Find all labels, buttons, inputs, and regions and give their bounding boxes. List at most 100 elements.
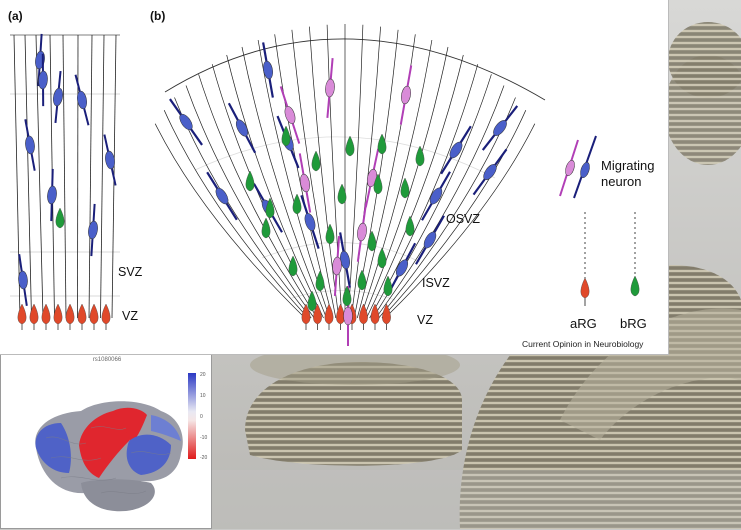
radial-fiber-b [375,85,505,319]
brg-cell-b [325,223,335,245]
radial-fiber-b [163,110,309,319]
legend-arg: aRG [570,316,597,331]
migrating-cell-b [325,78,335,98]
radial-fiber-b [363,46,449,319]
migrating-neuron-b [429,187,443,205]
radial-fiber-b [360,39,433,319]
colorbar-label: 20 [200,372,206,378]
arg-cell [65,303,75,325]
migrating-neuron-b [483,164,497,180]
brg-cell-b [265,197,275,219]
brain-inset-title: rs1080066 [92,357,122,363]
legend-brg: bRG [620,316,647,331]
zone-label-osvz: OSVZ [446,212,481,226]
radial-fiber-b [226,54,324,319]
brg-cell-b [377,247,387,269]
brg-cell-b [405,215,415,237]
brain-inset: rs1080066 20 10 0 -10 -20 [0,352,212,529]
migrating-cell-b [343,306,353,326]
cortex-figure: (a) (b) SVZ VZ OSVZ ISVZ VZ Migrating ne… [0,0,669,355]
radial-fiber-b [350,26,381,319]
brg-cell-b [377,133,387,155]
legend-brg-cell [630,275,640,297]
migrating-neuron-b [179,113,193,131]
migrating-neuron-b [449,141,463,159]
figure-credit: Current Opinion in Neurobiology [522,339,644,349]
zone-label-vz-a: VZ [122,309,138,323]
brg-cell-b [292,193,302,215]
migrating-neuron-a [105,150,115,170]
zone-label-svz-a: SVZ [118,265,143,279]
slinky-right-large [459,265,741,529]
migrating-neuron-a [25,135,35,155]
brg-cell-b [373,173,383,195]
radial-fiber-a [100,34,105,319]
radial-fiber-b [198,74,318,319]
zone-label-vz-b: VZ [417,313,433,327]
radial-fiber-a [77,34,79,319]
migrating-neuron-a [18,270,28,290]
legend-migrating-cell [565,160,575,176]
migrating-neuron-b [235,119,249,137]
migrating-neuron-a [38,70,48,90]
arg-cell [17,303,27,325]
radial-fiber-a [88,34,93,319]
migrating-neuron-b [263,60,273,80]
brg-cell-b [311,150,321,172]
brg-cell-b [367,230,377,252]
migrating-neuron-a [77,90,87,110]
slinky-top-right [664,22,741,165]
radial-fiber-b [347,24,364,319]
legend-migrating-neuron-line2: neuron [601,174,642,189]
zone-label-isvz: ISVZ [422,276,450,290]
migrating-neuron-b [215,187,229,205]
brain-illustration [35,373,196,512]
colorbar-label: -10 [200,435,208,441]
brg-cell-b [400,177,410,199]
brg-cell-b [261,217,271,239]
migrating-cell-b [357,222,367,242]
legend-migrating-cell [580,162,590,178]
radial-fiber-b [185,85,315,319]
brg-cell-b [342,285,352,307]
brg-cell-b [337,183,347,205]
radial-fiber-a [35,34,44,319]
cortex-diagram [10,23,640,346]
migrating-neuron-a [88,220,98,240]
brg-cell-b [315,270,325,292]
migrating-cell-b [401,85,411,105]
radial-fiber-b [366,54,464,319]
brg-cell-a [55,207,65,229]
migrating-neuron-b [395,259,409,277]
colorbar-label: -20 [200,455,208,461]
arg-cell [89,303,99,325]
arg-cell [53,303,63,325]
migrating-neuron-a [35,50,45,70]
radial-fiber-b [326,24,343,319]
migrating-neuron-a [47,185,57,205]
radial-fiber-a [24,34,32,319]
brg-cell-b [415,145,425,167]
brg-cell-b [288,255,298,277]
brg-cell-b [357,269,367,291]
legend-migrating-neuron-line1: Migrating [601,158,655,173]
radial-fiber-b [309,26,340,319]
legend-arg-cell [580,277,590,299]
radial-fiber-b [291,29,337,319]
slinky-middle [245,345,462,466]
panel-a-label: (a) [8,9,23,23]
arg-cell [101,303,111,325]
colorbar [188,373,196,459]
radial-fiber-a [62,34,67,319]
migrating-cell-b [332,256,342,276]
radial-fiber-b [384,123,536,319]
brg-cell-b [307,290,317,312]
brg-cell-b [345,135,355,157]
brg-cell-b [383,275,393,297]
radial-fiber-b [381,110,527,319]
migrating-neuron-b [493,120,507,136]
migrating-cell-b [300,173,310,193]
radial-fiber-b [241,46,327,319]
panel-b-label: (b) [150,9,166,23]
migrating-cell-b [284,106,296,124]
